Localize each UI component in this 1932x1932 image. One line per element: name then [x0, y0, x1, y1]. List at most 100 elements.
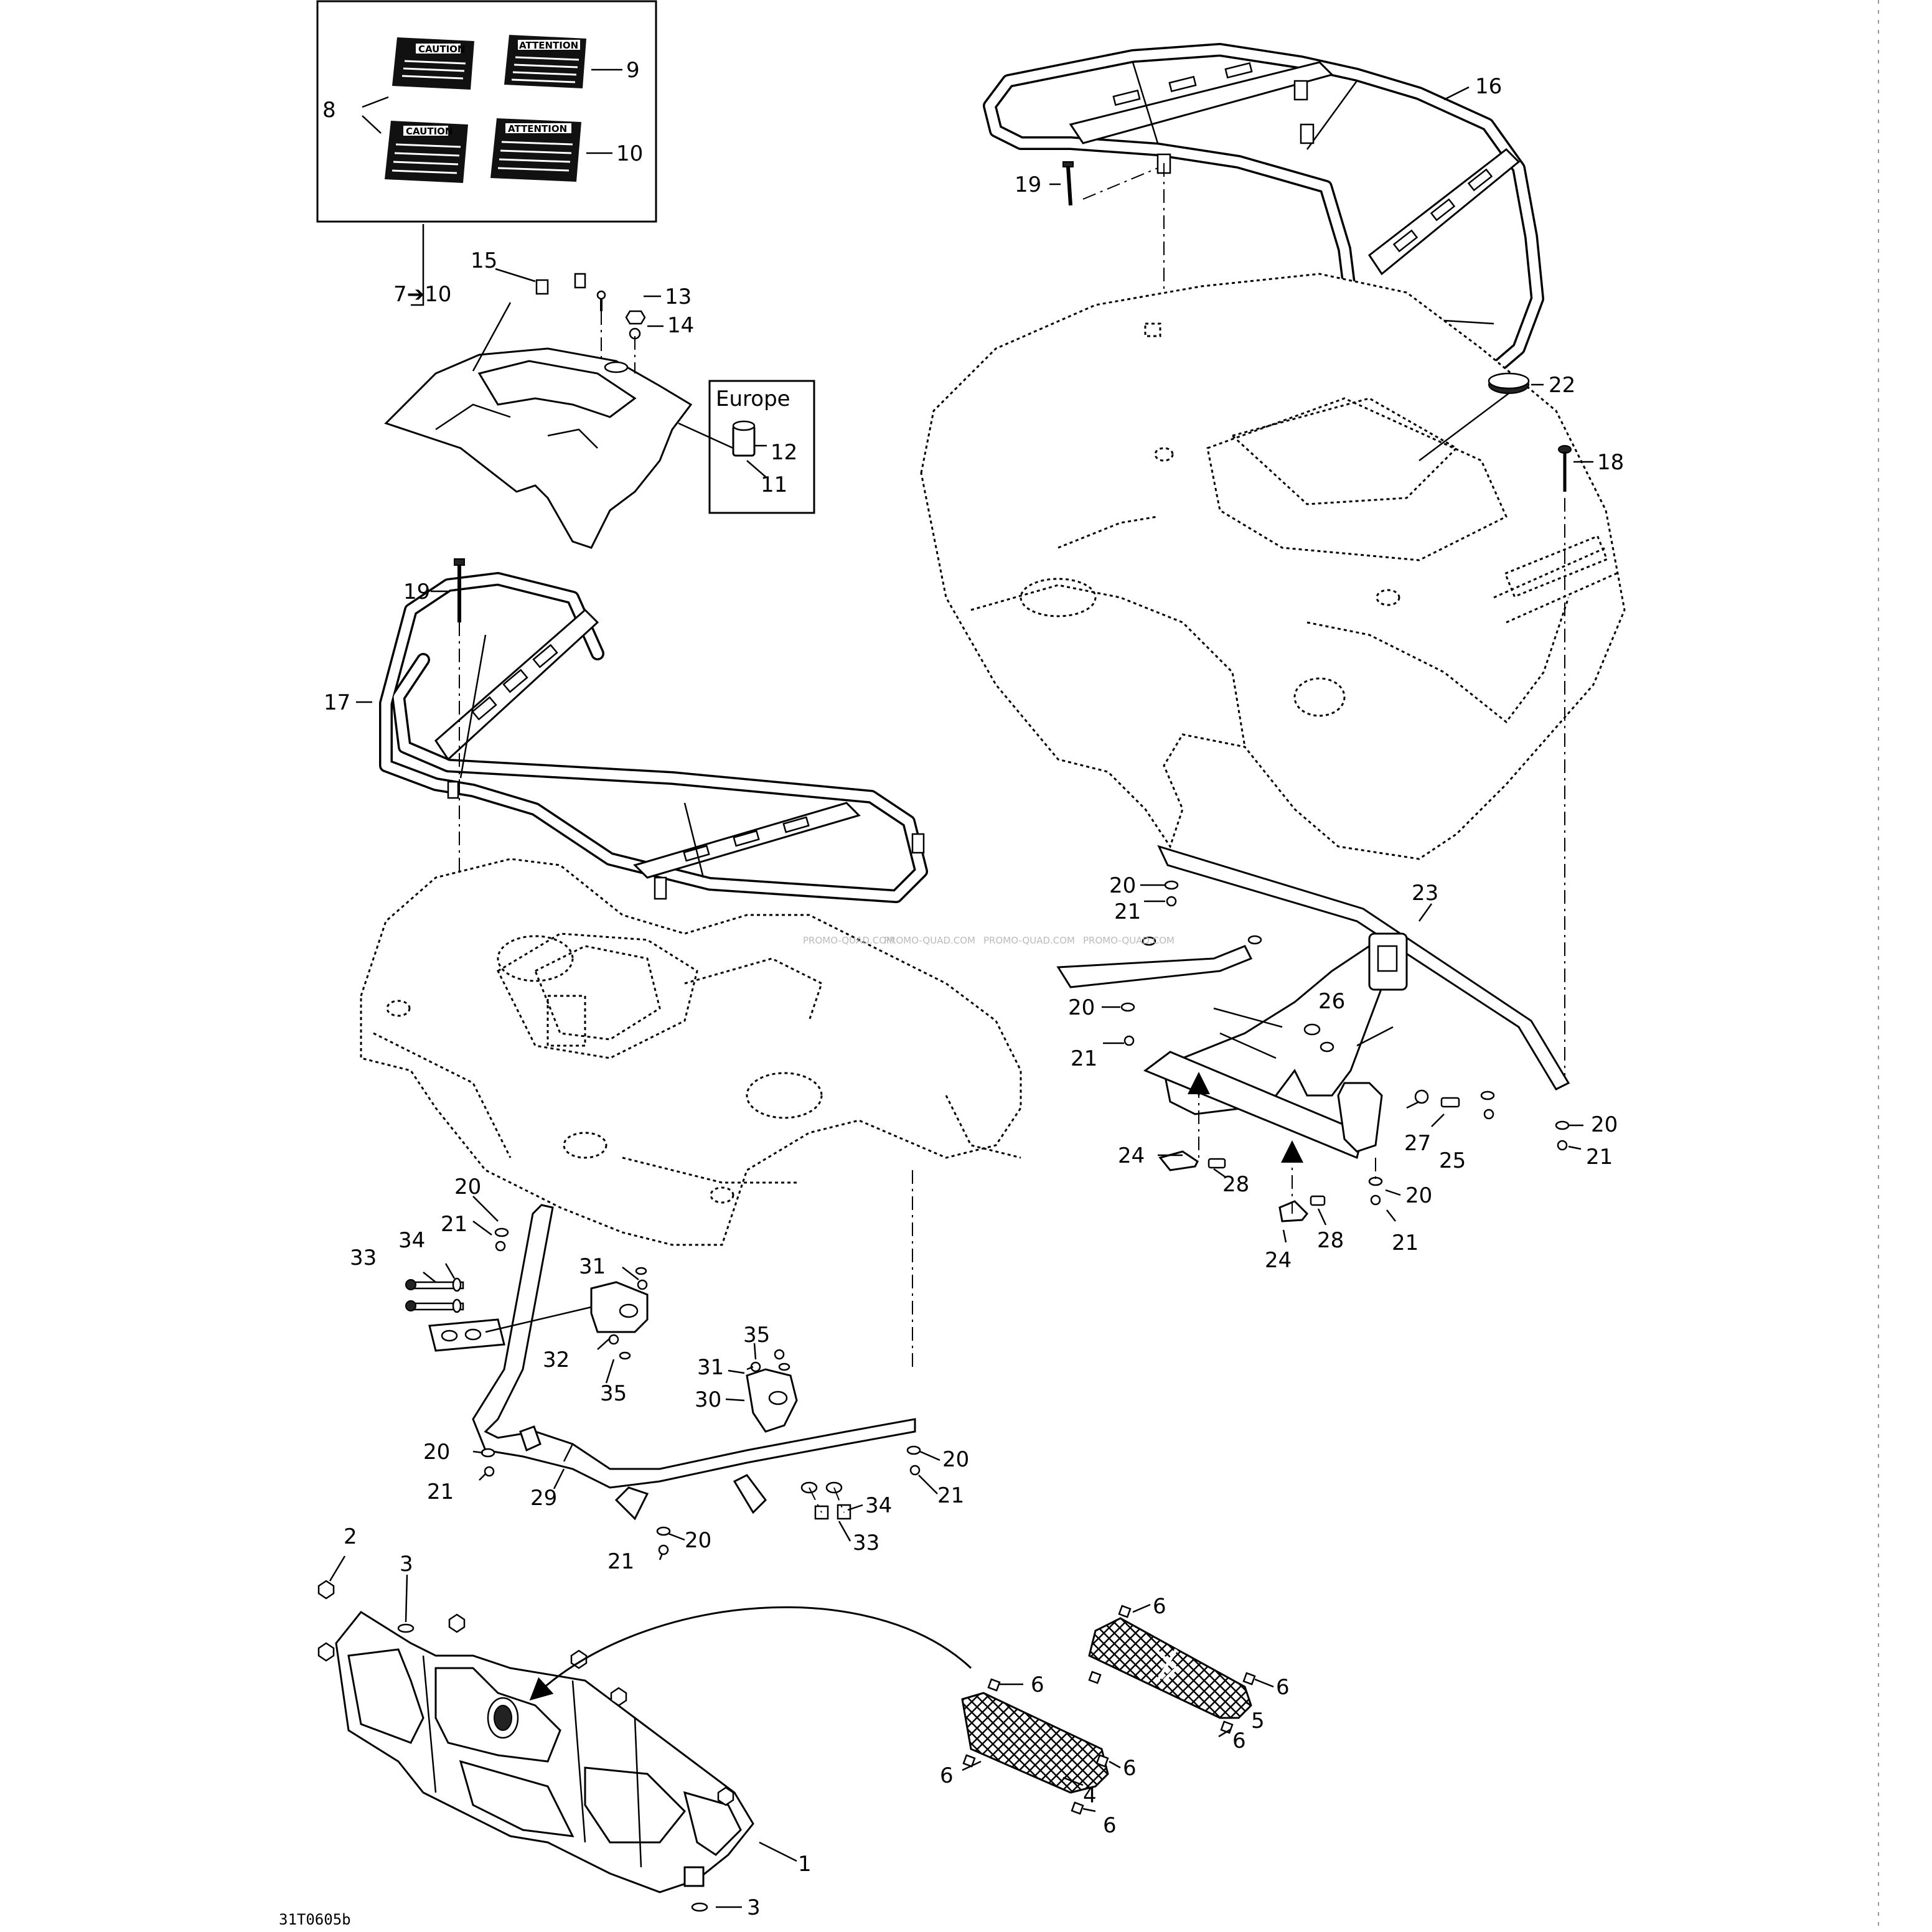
grille-4 — [961, 1692, 1109, 1794]
callout-1: 1 — [798, 1852, 812, 1877]
callout-34-a: 34 — [398, 1228, 425, 1253]
callout-33-a: 33 — [350, 1245, 377, 1270]
callout-2: 2 — [344, 1524, 357, 1549]
callout-4: 4 — [1083, 1783, 1097, 1808]
callout-21-rear-d: 21 — [1392, 1231, 1419, 1255]
europe-label: Europe — [716, 387, 790, 411]
callout-7-10: 7➔10 — [393, 282, 451, 307]
decal-caution-8a: CAUTION — [392, 37, 474, 90]
watermark-3: PROMO-QUAD.COM — [983, 935, 1075, 946]
front-fender — [360, 858, 1022, 1246]
callout-31-b: 31 — [697, 1355, 724, 1380]
callout-24-a: 24 — [1118, 1143, 1145, 1168]
callout-21-front-d: 21 — [607, 1549, 634, 1574]
callout-9: 9 — [626, 58, 640, 83]
callout-6-b: 6 — [1031, 1672, 1044, 1697]
callout-20-rear-a: 20 — [1109, 873, 1136, 898]
callout-20-rear-c: 20 — [1591, 1112, 1618, 1137]
callout-35-b: 35 — [743, 1323, 770, 1348]
callout-6-d: 6 — [1232, 1728, 1246, 1753]
callout-21-front-a: 21 — [441, 1212, 467, 1237]
watermark-2: PROMO-QUAD.COM — [884, 935, 975, 946]
callout-25: 25 — [1439, 1148, 1466, 1173]
callout-6-e: 6 — [1123, 1756, 1137, 1781]
decal-attention-9: ATTENTION — [504, 35, 586, 88]
bumper-fasteners — [317, 1580, 734, 1912]
callout-19-upper: 19 — [1015, 172, 1041, 197]
bolt-19-lower — [454, 558, 465, 622]
callout-6-f: 6 — [940, 1763, 954, 1788]
callout-12: 12 — [771, 440, 797, 465]
callout-35-a: 35 — [600, 1381, 627, 1406]
callout-29: 29 — [530, 1486, 557, 1511]
callout-5: 5 — [1251, 1709, 1265, 1733]
bolt-18 — [1558, 445, 1572, 1083]
callout-20-rear-d: 20 — [1405, 1183, 1432, 1208]
front-subframe — [428, 1204, 916, 1521]
callout-6-g: 6 — [1103, 1813, 1117, 1838]
europe-box: Europe — [678, 380, 815, 514]
callout-11: 11 — [761, 472, 787, 497]
grille-5 — [1088, 1617, 1252, 1719]
watermark-4: PROMO-QUAD.COM — [1083, 935, 1175, 946]
callout-3-lower: 3 — [747, 1895, 761, 1920]
callout-30: 30 — [695, 1387, 721, 1412]
callout-27: 27 — [1404, 1131, 1431, 1156]
decal-attention-10: ATTENTION — [490, 118, 581, 182]
callout-24-b: 24 — [1265, 1248, 1292, 1273]
rear-rack — [983, 43, 1544, 393]
callout-20-front-c: 20 — [942, 1447, 969, 1472]
fastener-13-14 — [596, 290, 646, 373]
callout-22: 22 — [1549, 373, 1575, 398]
callout-14: 14 — [667, 313, 694, 338]
callout-15: 15 — [471, 248, 497, 273]
callout-6-a: 6 — [1153, 1594, 1166, 1619]
hardware-rear-frame — [1120, 880, 1570, 1222]
callout-20-rear-b: 20 — [1068, 995, 1095, 1020]
svg-text:ATTENTION: ATTENTION — [508, 123, 567, 134]
callout-10: 10 — [616, 141, 643, 166]
callout-21-rear-a: 21 — [1114, 899, 1141, 924]
callout-28-a: 28 — [1222, 1172, 1249, 1197]
decal-box: CAUTION ATTENTION CAUTION ATTENTI — [316, 0, 657, 223]
svg-text:CAUTION: CAUTION — [418, 44, 465, 55]
callout-21-front-c: 21 — [937, 1483, 964, 1508]
bolt-19-upper — [1062, 161, 1074, 206]
callout-16: 16 — [1475, 74, 1502, 99]
callout-8: 8 — [322, 98, 336, 123]
watermark-1: PROMO-QUAD.COM — [803, 935, 894, 946]
callout-6-c: 6 — [1276, 1675, 1290, 1700]
callout-20-front-a: 20 — [454, 1175, 481, 1199]
curved-arrow — [529, 1606, 972, 1701]
callout-26: 26 — [1318, 989, 1345, 1014]
callout-32: 32 — [543, 1348, 570, 1372]
callout-28-b: 28 — [1317, 1228, 1344, 1253]
callout-23: 23 — [1412, 881, 1438, 906]
callout-3-upper: 3 — [400, 1552, 413, 1577]
callout-21-rear-b: 21 — [1071, 1046, 1097, 1071]
leader-7-10 — [411, 224, 424, 306]
hardware-front-frame — [405, 1227, 921, 1555]
decal-caution-8b: CAUTION — [385, 121, 468, 183]
callout-21-rear-c: 21 — [1586, 1145, 1613, 1170]
rear-fender — [920, 273, 1626, 860]
plug-22 — [1488, 372, 1530, 394]
callout-33-b: 33 — [853, 1531, 879, 1555]
callout-18: 18 — [1597, 450, 1624, 475]
callout-17: 17 — [324, 690, 350, 715]
callout-20-front-b: 20 — [423, 1440, 450, 1465]
front-console — [384, 273, 693, 549]
callout-19-lower: 19 — [403, 579, 430, 604]
front-rack — [379, 572, 928, 903]
callout-20-front-d: 20 — [685, 1528, 711, 1553]
callout-34-b: 34 — [865, 1493, 892, 1518]
callout-21-front-b: 21 — [427, 1479, 454, 1504]
drawing-id: 31T0605b — [279, 1911, 351, 1928]
callout-31-a: 31 — [579, 1254, 606, 1279]
front-bumper — [335, 1611, 754, 1893]
svg-text:CAUTION: CAUTION — [406, 126, 453, 137]
callout-13: 13 — [665, 284, 692, 309]
clips-6 — [962, 1605, 1256, 1815]
svg-text:ATTENTION: ATTENTION — [519, 40, 578, 51]
